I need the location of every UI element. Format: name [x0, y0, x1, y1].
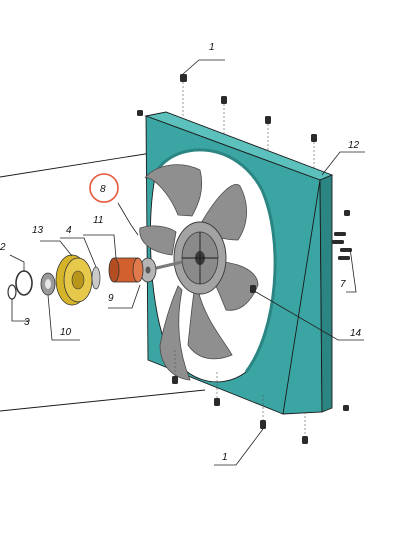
label-10: 10: [60, 327, 72, 338]
blade-top: [144, 164, 203, 217]
label-1-bottom: 1: [222, 452, 228, 463]
label-14: 14: [350, 328, 362, 339]
ring-3: [7, 284, 17, 300]
fan-shroud: [144, 111, 334, 415]
blade-left: [139, 225, 177, 256]
label-1-top: 1: [209, 42, 215, 53]
shroud-right-edge: [319, 174, 333, 413]
label-7: 7: [340, 279, 346, 290]
shroud-rim: [154, 148, 277, 373]
label-8: 8: [100, 184, 106, 195]
ring-2: [15, 270, 33, 296]
label-9: 9: [108, 293, 114, 304]
label-11: 11: [93, 215, 103, 226]
bolt-axis-lines: [174, 82, 315, 436]
leader-lines: [9, 59, 365, 466]
bolt-icon: [137, 74, 350, 444]
brass-hub-13: [55, 254, 93, 306]
bearing-10: [40, 272, 56, 296]
label-3: 3: [24, 317, 30, 328]
blade-lower: [187, 289, 233, 360]
label-13: 13: [32, 225, 44, 236]
motor-11: [108, 257, 144, 283]
blade-bottom-left: [159, 285, 191, 381]
fan-hub: [173, 221, 227, 295]
label-12: 12: [348, 140, 360, 151]
highlight-circle-icon: [89, 173, 119, 203]
bolt-group-7: [332, 232, 352, 260]
bearing-ring-4: [91, 266, 101, 290]
label-4: 4: [66, 225, 72, 236]
label-2: 2: [0, 242, 6, 253]
